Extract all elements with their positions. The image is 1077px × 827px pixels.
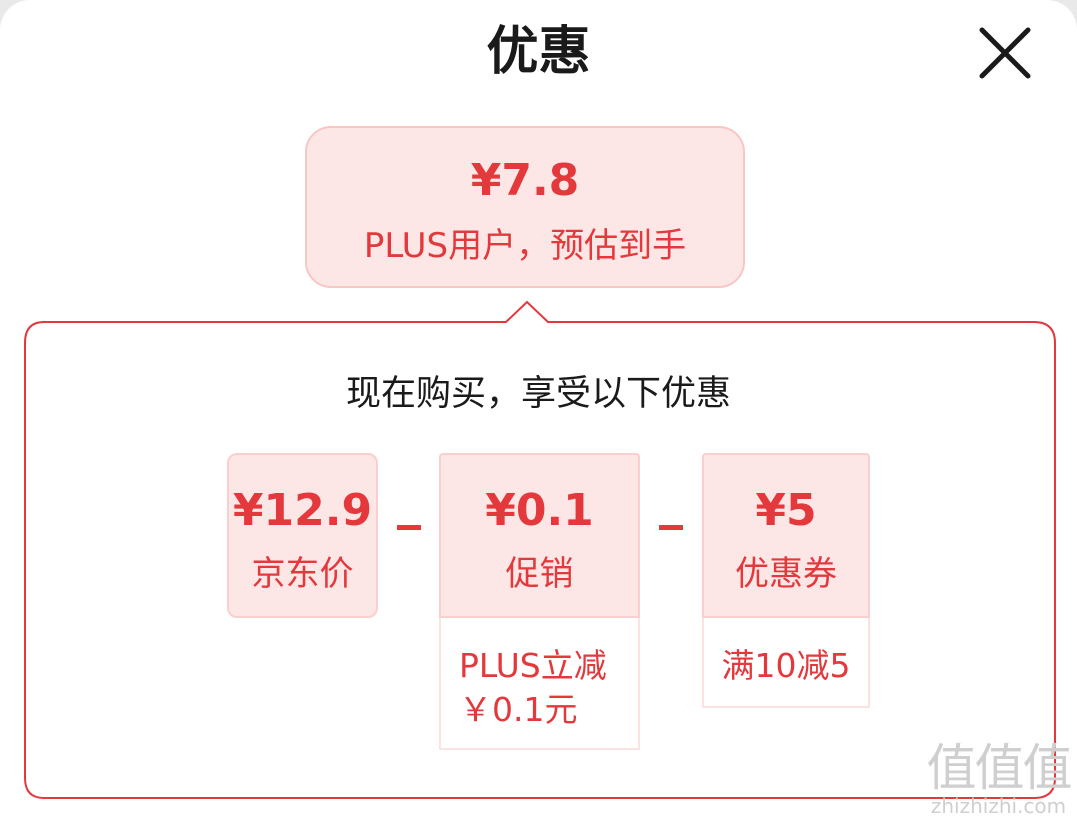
watermark-site: zhizhizhi.com xyxy=(930,794,1067,818)
minus-sign xyxy=(397,525,421,530)
jd-price-card: ¥12.9 京东价 xyxy=(227,453,378,618)
site-watermark: 值值值 zhizhizhi.com xyxy=(926,739,1073,818)
promotion-note-line2: ￥0.1元 xyxy=(459,690,578,729)
promotion-note: PLUS立减 ￥0.1元 xyxy=(439,618,640,750)
promotion-label: 促销 xyxy=(505,554,574,594)
estimated-price-label: PLUS用户，预估到手 xyxy=(363,226,687,266)
sheet-title: 优惠 xyxy=(486,22,591,82)
watermark-logo: 值值值 xyxy=(926,739,1073,797)
jd-price-value: ¥12.9 xyxy=(232,485,373,536)
promotion-value: ¥0.1 xyxy=(485,485,594,536)
estimated-price: ¥7.8 xyxy=(470,155,580,206)
estimated-price-bubble: ¥7.8 PLUS用户，预估到手 xyxy=(305,126,745,288)
promotion-note-line1: PLUS立减 xyxy=(459,646,607,685)
close-icon[interactable] xyxy=(972,20,1038,86)
coupon-note: 满10减5 xyxy=(702,618,870,708)
breakdown-subtitle: 现在购买，享受以下优惠 xyxy=(345,374,731,414)
minus-sign xyxy=(659,525,683,530)
coupon-label: 优惠券 xyxy=(735,554,837,594)
coupon-note-line1: 满10减5 xyxy=(721,646,851,685)
jd-price-label: 京东价 xyxy=(251,554,354,594)
coupon-value: ¥5 xyxy=(755,485,817,536)
coupon-card: ¥5 优惠券 xyxy=(702,453,870,618)
promotion-card: ¥0.1 促销 xyxy=(439,453,640,618)
